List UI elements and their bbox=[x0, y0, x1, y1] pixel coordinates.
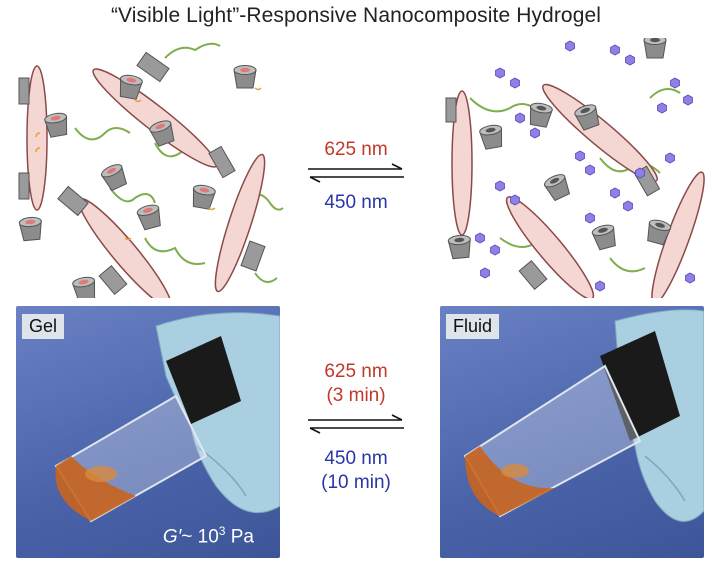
top-forward-label: 625 nm bbox=[324, 139, 388, 160]
storage-modulus-label: G′~ 103 Pa bbox=[163, 524, 254, 548]
figure-title: “Visible Light”-Responsive Nanocomposite… bbox=[110, 4, 602, 27]
bottom-reverse-label: 450 nm bbox=[324, 448, 388, 469]
crosslinked-network-diagram bbox=[18, 42, 284, 298]
gel-label: Gel bbox=[22, 314, 65, 339]
gel-photo: Gel G′~ 103 Pa bbox=[16, 306, 280, 558]
modulus-approx: ~ 10 bbox=[181, 526, 219, 547]
fluid-label: Fluid bbox=[446, 314, 500, 339]
bottom-reaction-arrows: 625 nm (3 min) 450 nm (10 min) bbox=[300, 360, 412, 495]
azobenzene-guest-icon bbox=[35, 87, 262, 241]
equilibrium-arrow-icon bbox=[308, 163, 404, 183]
modulus-exponent: 3 bbox=[218, 523, 226, 538]
top-reverse-label: 450 nm bbox=[324, 192, 388, 213]
bottom-reverse-time: (10 min) bbox=[321, 472, 391, 493]
equilibrium-arrow-icon bbox=[308, 414, 404, 434]
modulus-unit: Pa bbox=[230, 526, 254, 547]
disrupted-network-diagram bbox=[445, 38, 705, 298]
top-reaction-arrows: 625 nm 450 nm bbox=[300, 138, 412, 215]
vial-cap-icon bbox=[600, 331, 680, 441]
bottom-forward-label: 625 nm bbox=[324, 361, 388, 382]
vial-cap-icon bbox=[166, 336, 241, 424]
glass-vial-icon bbox=[54, 394, 208, 523]
fluid-photo: Fluid bbox=[440, 306, 704, 558]
clay-nanosheet-icon bbox=[26, 65, 266, 298]
modulus-symbol: G′ bbox=[162, 526, 182, 547]
bottom-forward-time: (3 min) bbox=[326, 385, 386, 406]
glass-vial-icon bbox=[463, 364, 642, 518]
